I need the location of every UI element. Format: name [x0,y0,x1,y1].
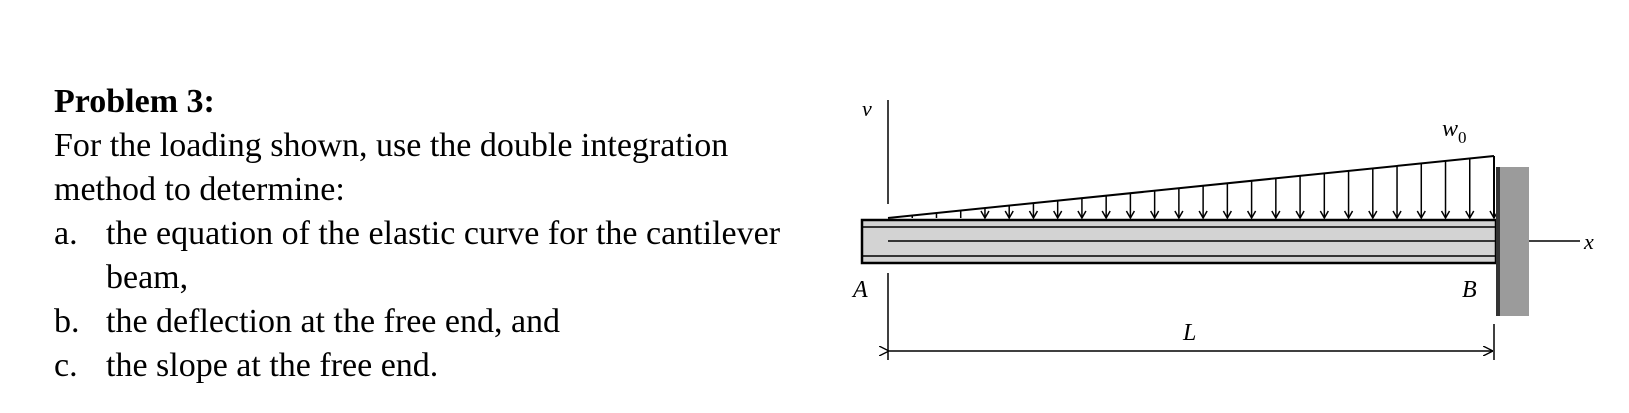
list-item-a: a. the equation of the elastic curve for… [54,212,844,300]
load-arrow [980,208,990,220]
list-item-b: b. the deflection at the free end, and [54,300,844,344]
load-slope-line [887,155,1495,219]
load-arrow [1101,195,1111,220]
load-arrow [1246,180,1257,220]
load-arrow [1271,178,1281,220]
load-arrow [1465,158,1475,220]
load-arrow [1416,163,1426,220]
list-item-c: c. the slope at the free end. [54,344,844,388]
load-arrow [1077,198,1087,220]
problem-text: Problem 3: For the loading shown, use th… [54,80,844,388]
load-arrow [1149,190,1160,220]
list-marker-a: a. [54,215,78,252]
load-arrow [1295,175,1305,220]
intro-line-1: For the loading shown, use the double in… [54,127,729,164]
load-label: w0 [1442,116,1467,147]
point-b-label: B [1462,277,1477,303]
list-marker-b: b. [54,303,80,340]
item-a-line-2: beam, [106,259,189,296]
load-arrow [1053,200,1063,220]
load-arrow [1368,168,1378,220]
load-arrow [1028,203,1039,220]
load-arrow [1392,165,1402,220]
load-arrow [1004,205,1014,220]
v-axis-label: v [862,96,872,121]
length-label: L [1182,320,1196,346]
load-arrow [1125,193,1136,220]
load-arrow [1222,183,1233,220]
load-label-subscript: 0 [1458,128,1467,147]
load-arrow [1319,173,1329,220]
list-marker-c: c. [54,347,78,384]
load-arrow [1174,188,1184,220]
load-label-base: w [1442,116,1458,142]
item-c-line-1: the slope at the free end. [106,347,439,384]
problem-title: Problem 3: [54,83,215,120]
item-b-line-1: the deflection at the free end, and [106,303,561,340]
point-a-label: A [851,277,868,303]
x-axis-label: x [1583,229,1594,254]
load-arrow [1440,160,1451,220]
item-a-line-1: the equation of the elastic curve for th… [106,215,781,252]
load-arrows [911,156,1499,220]
load-arrow [1343,170,1354,220]
fixed-support-wall [1498,167,1529,316]
load-arrow [1198,185,1208,220]
intro-line-2: method to determine: [54,171,345,208]
